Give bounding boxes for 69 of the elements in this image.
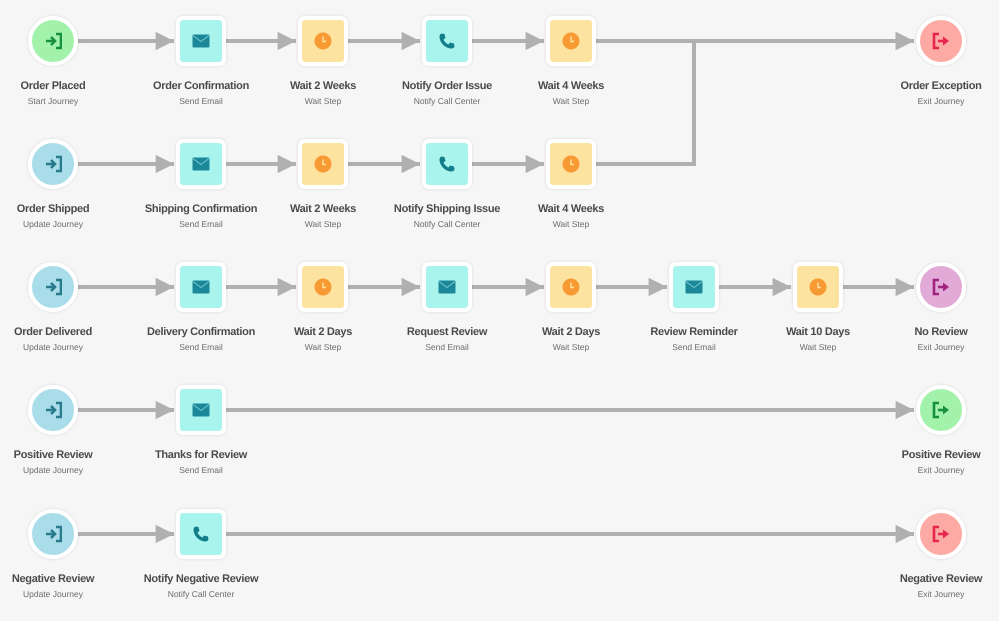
step-type: Wait Step <box>552 219 590 229</box>
step-title: Review Reminder <box>650 326 738 338</box>
step-title: No Review <box>914 326 968 338</box>
step-type: Update Journey <box>22 589 83 599</box>
step-type: Wait Step <box>552 342 590 352</box>
arrow <box>348 154 420 174</box>
step-title: Wait 2 Weeks <box>290 80 356 92</box>
arrow <box>78 278 174 296</box>
step-type: Send Email <box>179 219 223 229</box>
step-type: Update Journey <box>22 342 83 352</box>
step-type: Exit Journey <box>918 342 964 352</box>
step-type: Send Email <box>179 342 223 352</box>
step-title: Wait 10 Days <box>786 326 850 338</box>
step-title: Negative Review <box>12 573 94 585</box>
step-type: Send Email <box>672 342 716 352</box>
arrow <box>78 524 174 544</box>
step-type: Wait Step <box>304 219 342 229</box>
arrow <box>226 278 296 296</box>
arrow <box>472 32 544 50</box>
arrow <box>78 154 174 174</box>
step-title: Notify Negative Review <box>144 573 258 585</box>
step-type: Send Email <box>179 96 223 106</box>
step-type: Wait Step <box>552 96 590 106</box>
step-type: Send Email <box>425 342 469 352</box>
step-type: Notify Call Center <box>414 96 480 106</box>
step-title: Wait 2 Days <box>542 326 600 338</box>
step-title: Positive Review <box>14 449 92 461</box>
step-type: Exit Journey <box>918 96 964 106</box>
step-title: Notify Shipping Issue <box>394 203 500 215</box>
arrow <box>226 154 296 174</box>
arrow <box>719 278 791 296</box>
arrow <box>226 524 914 544</box>
step-type: Update Journey <box>22 219 83 229</box>
step-title: Request Review <box>406 326 488 338</box>
arrow <box>843 278 914 296</box>
step-title: Order Placed <box>20 80 86 92</box>
arrow <box>226 400 914 420</box>
step-title: Negative Review <box>900 573 982 585</box>
step-type: Notify Call Center <box>168 589 234 599</box>
step-type: Wait Step <box>304 96 342 106</box>
arrow <box>348 32 420 50</box>
step-title: Order Confirmation <box>152 80 250 92</box>
step-type: Update Journey <box>22 465 83 475</box>
step-type: Wait Step <box>800 342 836 352</box>
step-title: Order Shipped <box>16 203 90 215</box>
step-title: Notify Order Issue <box>402 80 492 92</box>
arrow <box>472 154 544 174</box>
step-type: Notify Call Center <box>414 219 480 229</box>
arrow <box>596 278 667 296</box>
step-type: Exit Journey <box>918 465 964 475</box>
step-title: Wait 4 Weeks <box>538 203 604 215</box>
step-title: Delivery Confirmation <box>146 326 255 338</box>
step-title: Wait 4 Weeks <box>538 80 604 92</box>
step-type: Send Email <box>179 465 223 475</box>
step-title: Wait 2 Weeks <box>290 203 356 215</box>
step-title: Wait 2 Days <box>294 326 352 338</box>
step-title: Thanks for Review <box>154 449 248 461</box>
step-title: Positive Review <box>902 449 980 461</box>
arrow <box>226 32 296 50</box>
step-type: Exit Journey <box>918 589 964 599</box>
step-title: Shipping Confirmation <box>144 203 258 215</box>
step-title: Order Exception <box>900 80 982 92</box>
step-type: Wait Step <box>304 342 342 352</box>
step-type: Start Journey <box>28 96 78 106</box>
arrow <box>348 278 420 296</box>
step-title: Order Delivered <box>14 326 92 338</box>
arrow <box>78 32 174 50</box>
arrow <box>78 400 174 420</box>
arrow <box>472 278 544 296</box>
